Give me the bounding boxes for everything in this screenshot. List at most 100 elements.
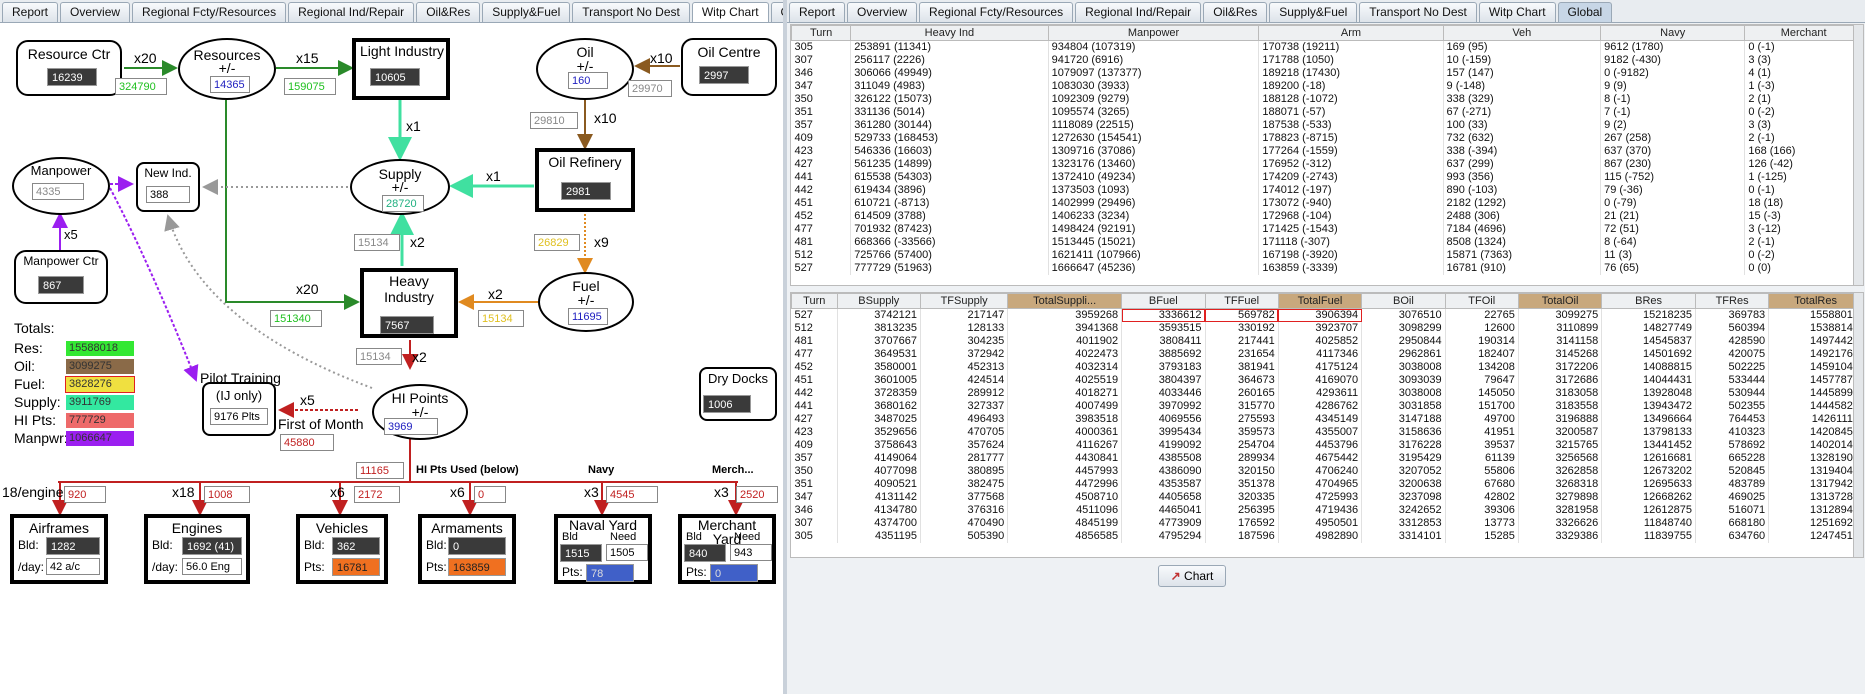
column-header[interactable]: BRes (1601, 293, 1696, 309)
column-header[interactable]: Turn (791, 293, 838, 309)
manpower-ctr-node[interactable]: Manpower Ctr 867 (14, 250, 108, 304)
fuel-node[interactable]: Fuel +/- 11695 (538, 272, 634, 332)
tab-witp-chart[interactable]: Witp Chart (1478, 2, 1556, 22)
armaments-node[interactable]: Armaments Bld: 0 Pts: 163859 (418, 514, 516, 584)
column-header[interactable]: Arm (1258, 25, 1444, 41)
tab-transport-no-dest[interactable]: Transport No Dest (572, 2, 690, 22)
table2-scrollbar[interactable] (1853, 293, 1863, 557)
column-header[interactable]: TFRes (1694, 293, 1770, 309)
tab-overview[interactable]: Overview (847, 2, 918, 22)
column-header[interactable]: BOil (1361, 293, 1446, 309)
tab-regional-ind-repair[interactable]: Regional Ind/Repair (1075, 2, 1202, 22)
manpower-node[interactable]: Manpower 4335 (12, 157, 110, 215)
column-header[interactable]: BFuel (1121, 293, 1206, 309)
column-header[interactable]: Turn (791, 25, 852, 41)
engines-node[interactable]: Engines Bld: 1692 (41) /day: 56.0 Eng (144, 514, 250, 584)
column-header[interactable]: Heavy Ind (850, 25, 1049, 41)
tab-regional-fcty-resources[interactable]: Regional Fcty/Resources (132, 2, 287, 22)
oil-refinery-node[interactable]: Oil Refinery 2981 (535, 148, 635, 212)
supply-node[interactable]: Supply +/- 28720 (350, 159, 450, 215)
column-header[interactable]: TotalOil (1517, 293, 1603, 309)
resource-ctr-node[interactable]: Resource Ctr 16239 (16, 40, 122, 96)
column-header[interactable]: Manpower (1047, 25, 1260, 41)
dry-docks-node[interactable]: Dry Docks 1006 (699, 367, 777, 421)
tab-regional-ind-repair[interactable]: Regional Ind/Repair (288, 2, 415, 22)
column-header[interactable]: TFSupply (920, 293, 1009, 309)
tab-global[interactable]: Global (1557, 2, 1613, 22)
tab-oil-res[interactable]: Oil&Res (1203, 2, 1268, 22)
oil-centre-node[interactable]: Oil Centre 2997 (681, 38, 777, 96)
pilot-training-node[interactable]: (IJ only) 9176 Plts (202, 382, 276, 436)
airframes-node[interactable]: Airframes Bld: 1282 /day: 42 a/c (10, 514, 108, 584)
merchant-yard-node[interactable]: Merchant Yard Bld Need 840 943 Pts: 0 (678, 514, 776, 584)
resources-node[interactable]: Resources +/- 14365 (178, 38, 276, 100)
light-industry-node[interactable]: Light Industry 10605 (352, 38, 450, 100)
tab-oil-res[interactable]: Oil&Res (416, 2, 481, 22)
tab-overview[interactable]: Overview (60, 2, 131, 22)
heavy-industry-node[interactable]: Heavy Industry 7567 (360, 268, 458, 338)
new-ind-node[interactable]: New Ind. 388 (136, 162, 200, 212)
split-pane-divider[interactable] (783, 0, 787, 694)
column-header[interactable]: Navy (1600, 25, 1746, 41)
vehicles-node[interactable]: Vehicles Bld: 362 Pts: 16781 (296, 514, 388, 584)
column-header[interactable]: Veh (1442, 25, 1602, 41)
tab-report[interactable]: Report (789, 2, 846, 22)
table1-scrollbar[interactable] (1853, 25, 1863, 285)
column-header[interactable]: BSupply (836, 293, 922, 309)
column-header[interactable]: TFOil (1444, 293, 1519, 309)
tab-witp-chart[interactable]: Witp Chart (691, 2, 769, 22)
column-header[interactable]: TotalRes (1768, 293, 1863, 309)
column-header[interactable]: TFFuel (1204, 293, 1279, 309)
column-header[interactable]: Merchant (1744, 25, 1863, 41)
tab-report[interactable]: Report (2, 2, 59, 22)
column-header[interactable]: TotalFuel (1277, 293, 1363, 309)
tab-global[interactable]: Global (770, 2, 783, 22)
tab-transport-no-dest[interactable]: Transport No Dest (1359, 2, 1477, 22)
naval-yard-node[interactable]: Naval Yard Bld Need 1515 1505 Pts: 78 (554, 514, 652, 584)
hi-points-node[interactable]: HI Points +/- 3969 (372, 384, 468, 440)
column-header[interactable]: TotalSuppli... (1007, 293, 1123, 309)
table-cell: 100 (33) (1443, 119, 1602, 132)
oil-node[interactable]: Oil +/- 160 (536, 38, 634, 100)
tab-supply-fuel[interactable]: Supply&Fuel (1269, 2, 1358, 22)
chart-button[interactable]: ↗ Chart (1158, 565, 1226, 587)
tab-regional-fcty-resources[interactable]: Regional Fcty/Resources (919, 2, 1074, 22)
tab-supply-fuel[interactable]: Supply&Fuel (482, 2, 571, 22)
